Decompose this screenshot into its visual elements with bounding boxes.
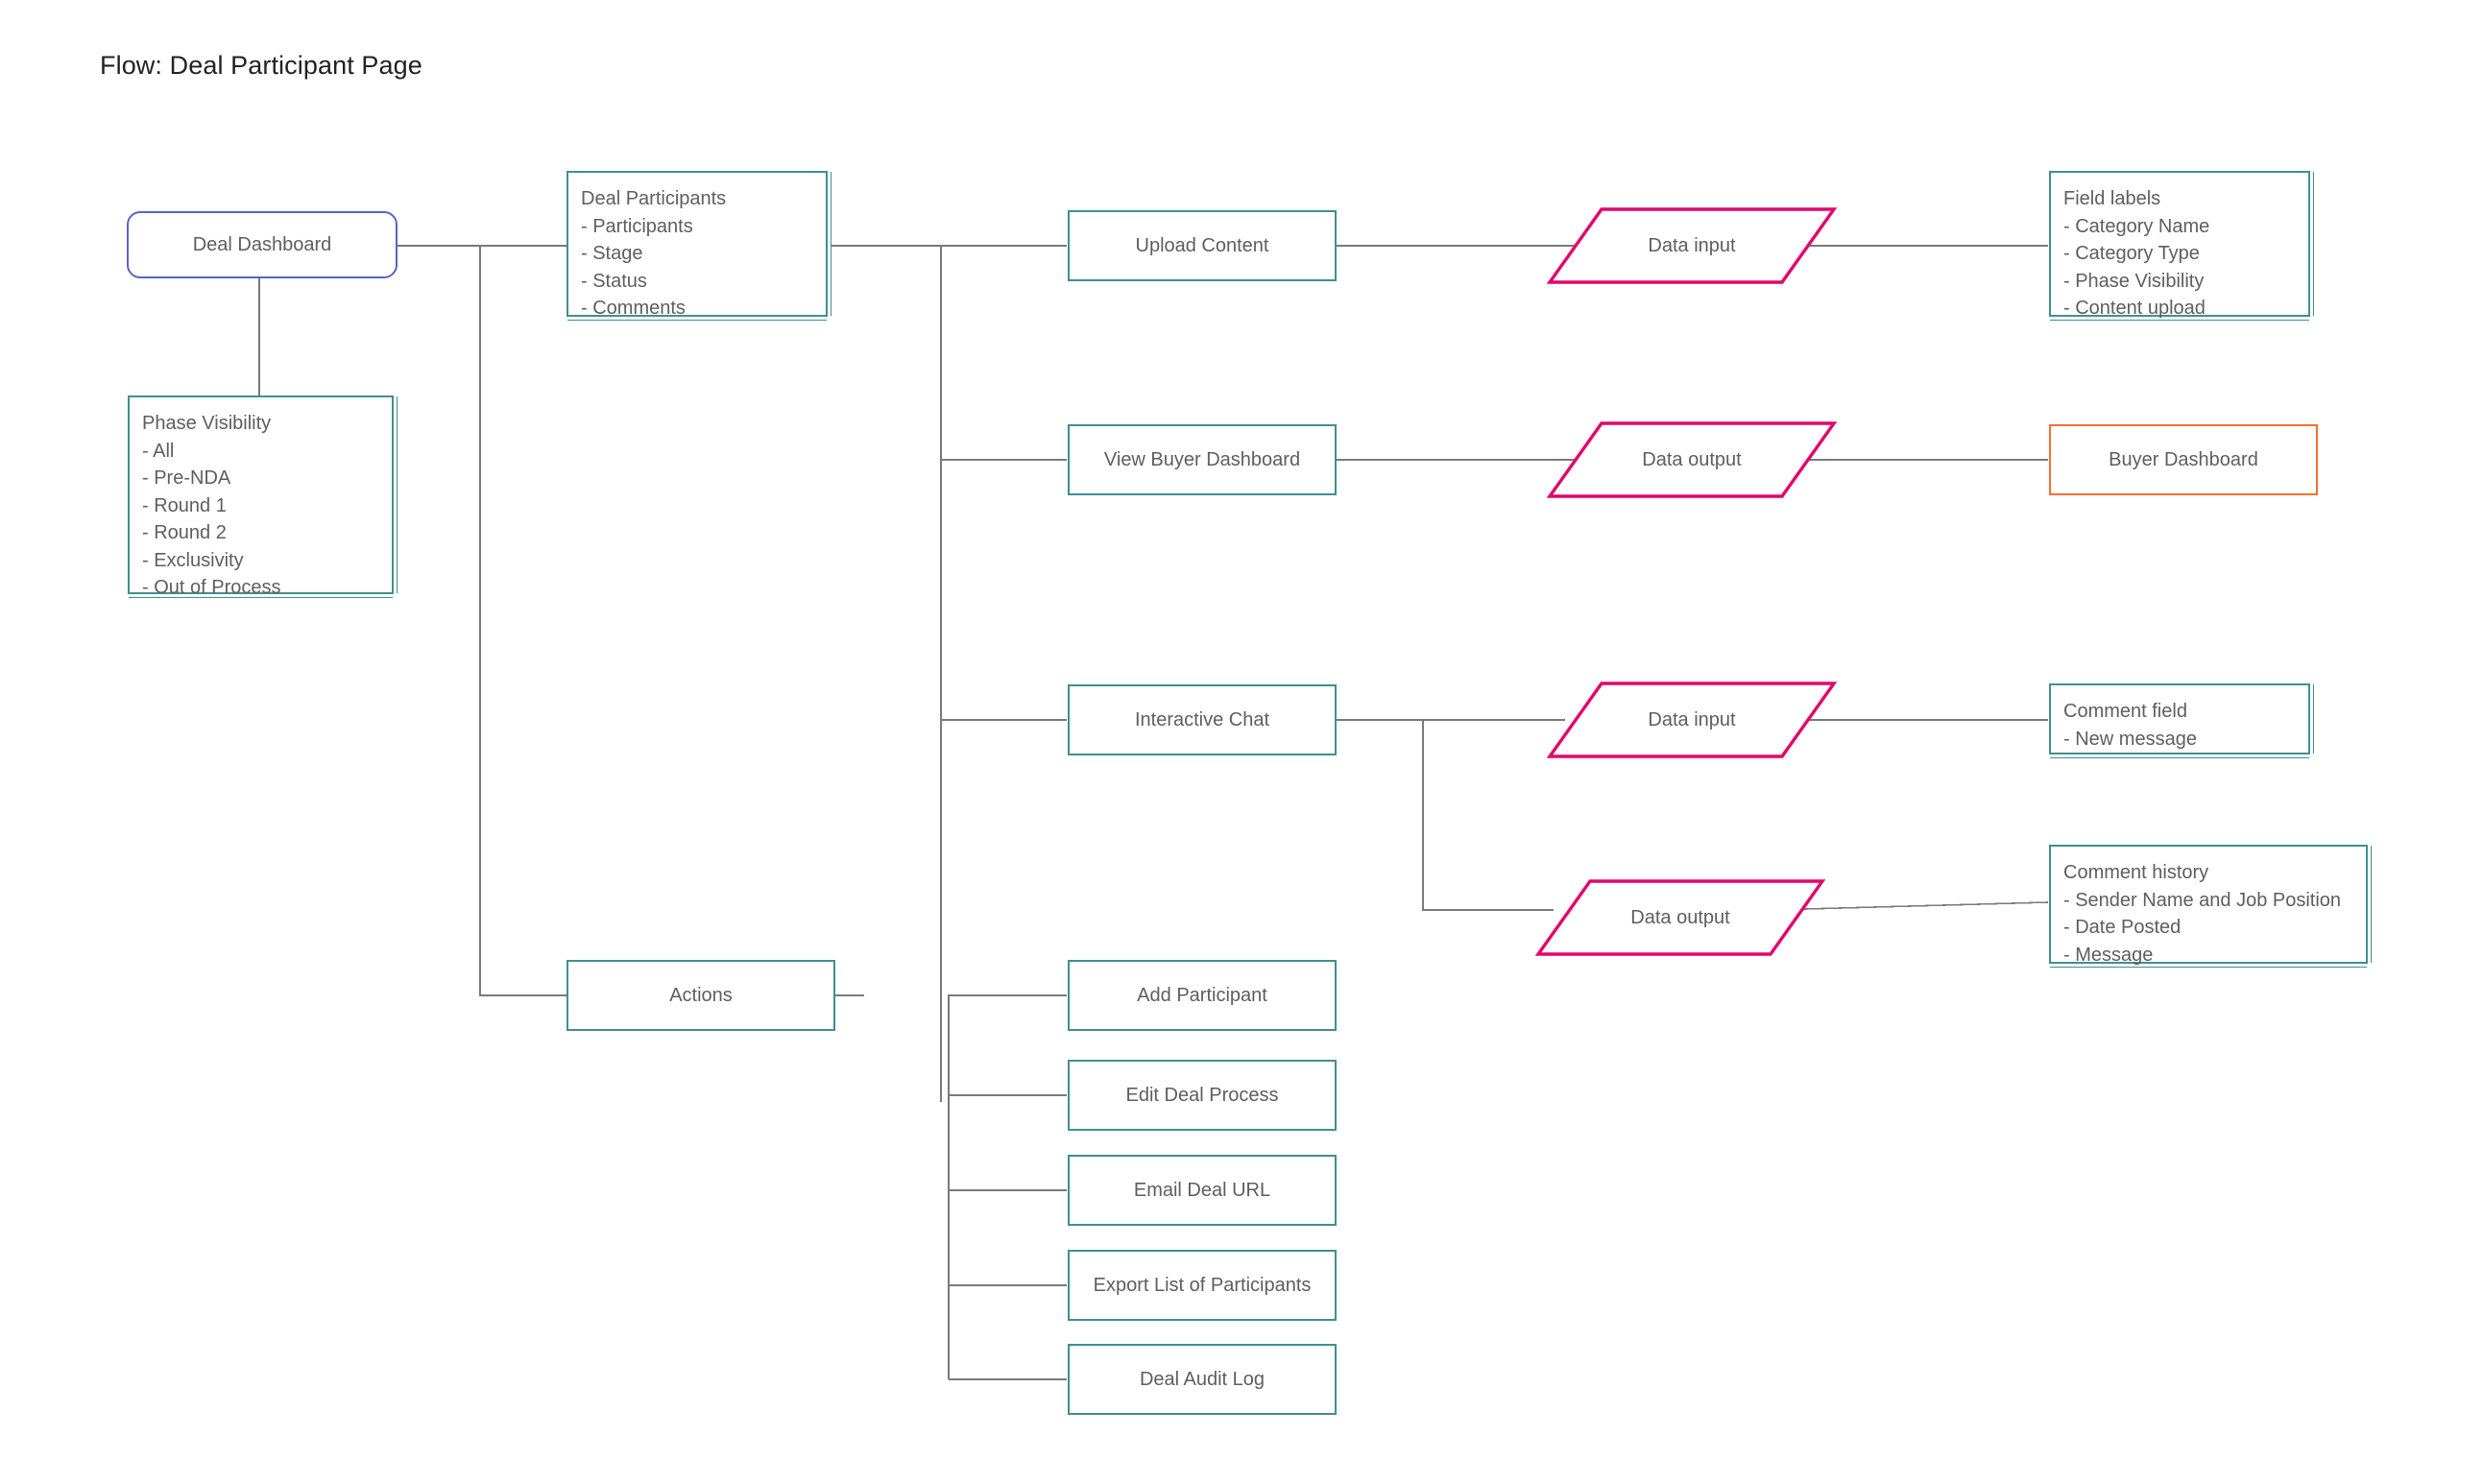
- parallelogram-shape: [1546, 421, 1838, 498]
- node-field-labels-title: Field labels: [2063, 188, 2161, 209]
- node-buyer-dashboard[interactable]: Buyer Dashboard: [2049, 424, 2318, 495]
- parallelogram-shape: [1546, 207, 1838, 284]
- node-phase-visibility-item-3: - Round 2: [142, 522, 227, 543]
- node-email-deal-url-label: Email Deal URL: [1133, 1179, 1271, 1201]
- node-edit-deal-process-label: Edit Deal Process: [1125, 1084, 1279, 1106]
- node-comment-history-item-1: - Date Posted: [2063, 917, 2182, 938]
- node-interactive-chat[interactable]: Interactive Chat: [1068, 684, 1337, 755]
- edge-actions-trunk: [948, 994, 999, 1379]
- node-view-buyer-dashboard-label: View Buyer Dashboard: [1103, 448, 1301, 470]
- node-field-labels-item-3: - Content upload: [2063, 298, 2206, 319]
- edge-dashboard-to-actions: [479, 246, 864, 996]
- node-phase-visibility-title: Phase Visibility: [142, 413, 272, 434]
- node-deal-participants-item-0: - Participants: [581, 215, 693, 237]
- node-field-labels-item-0: - Category Name: [2063, 215, 2210, 237]
- node-export-list-of-participants[interactable]: Export List of Participants: [1068, 1250, 1337, 1321]
- node-field-labels-item-1: - Category Type: [2063, 243, 2200, 264]
- node-upload-content[interactable]: Upload Content: [1068, 210, 1337, 281]
- page-title: Flow: Deal Participant Page: [100, 51, 422, 80]
- node-add-participant[interactable]: Add Participant: [1068, 960, 1337, 1031]
- node-comment-history-title: Comment history: [2063, 862, 2209, 883]
- node-field-labels[interactable]: Field labels - Category Name - Category …: [2049, 171, 2310, 319]
- node-upload-content-label: Upload Content: [1135, 234, 1269, 256]
- node-data-input-upload-label: Data input: [1648, 234, 1736, 256]
- node-add-participant-label: Add Participant: [1137, 984, 1267, 1006]
- node-data-input-chat-label: Data input: [1648, 708, 1736, 730]
- node-data-output-chat-label: Data output: [1630, 906, 1730, 928]
- node-deal-participants-item-3: - Comments: [581, 298, 686, 319]
- node-export-list-of-participants-label: Export List of Participants: [1093, 1274, 1312, 1296]
- node-deal-audit-log-label: Deal Audit Log: [1139, 1368, 1266, 1390]
- node-deal-audit-log[interactable]: Deal Audit Log: [1068, 1344, 1337, 1415]
- parallelogram-shape: [1534, 879, 1826, 956]
- node-deal-dashboard-label: Deal Dashboard: [192, 233, 332, 255]
- node-phase-visibility-item-4: - Exclusivity: [142, 549, 244, 571]
- node-deal-participants-item-2: - Status: [581, 270, 647, 292]
- node-edit-deal-process[interactable]: Edit Deal Process: [1068, 1060, 1337, 1131]
- node-interactive-chat-label: Interactive Chat: [1134, 708, 1270, 730]
- node-buyer-dashboard-label: Buyer Dashboard: [2109, 448, 2258, 470]
- node-comment-field[interactable]: Comment field - New message: [2049, 683, 2310, 754]
- edge-chat-to-data-output: [1337, 719, 1554, 911]
- node-deal-dashboard[interactable]: Deal Dashboard: [127, 211, 398, 278]
- node-view-buyer-dashboard[interactable]: View Buyer Dashboard: [1068, 424, 1337, 495]
- node-data-output-buyer[interactable]: Data output: [1546, 421, 1838, 498]
- node-actions[interactable]: Actions: [567, 960, 835, 1031]
- node-phase-visibility-item-2: - Round 1: [142, 494, 227, 516]
- node-comment-history-item-0: - Sender Name and Job Position: [2063, 889, 2342, 911]
- node-actions-label: Actions: [669, 984, 733, 1006]
- node-comment-history[interactable]: Comment history - Sender Name and Job Po…: [2049, 845, 2368, 966]
- node-field-labels-item-2: - Phase Visibility: [2063, 270, 2205, 292]
- node-data-output-buyer-label: Data output: [1642, 448, 1742, 470]
- node-data-output-chat[interactable]: Data output: [1534, 879, 1826, 956]
- node-comment-field-item-0: - New message: [2063, 728, 2197, 750]
- node-phase-visibility-item-1: - Pre-NDA: [142, 467, 231, 489]
- node-deal-participants[interactable]: Deal Participants - Participants - Stage…: [567, 171, 828, 319]
- node-phase-visibility[interactable]: Phase Visibility - All - Pre-NDA - Round…: [128, 395, 394, 598]
- node-deal-participants-item-1: - Stage: [581, 243, 643, 264]
- node-deal-participants-title: Deal Participants: [581, 188, 727, 209]
- node-phase-visibility-item-0: - All: [142, 440, 175, 462]
- node-email-deal-url[interactable]: Email Deal URL: [1068, 1155, 1337, 1226]
- edge-participants-trunk: [845, 245, 942, 1102]
- parallelogram-shape: [1546, 682, 1838, 758]
- node-data-input-chat[interactable]: Data input: [1546, 682, 1838, 758]
- node-phase-visibility-item-5: - Out of Process: [142, 577, 281, 598]
- node-comment-field-title: Comment field: [2063, 701, 2187, 722]
- node-comment-history-item-2: - Message: [2063, 944, 2154, 966]
- node-data-input-upload[interactable]: Data input: [1546, 207, 1838, 284]
